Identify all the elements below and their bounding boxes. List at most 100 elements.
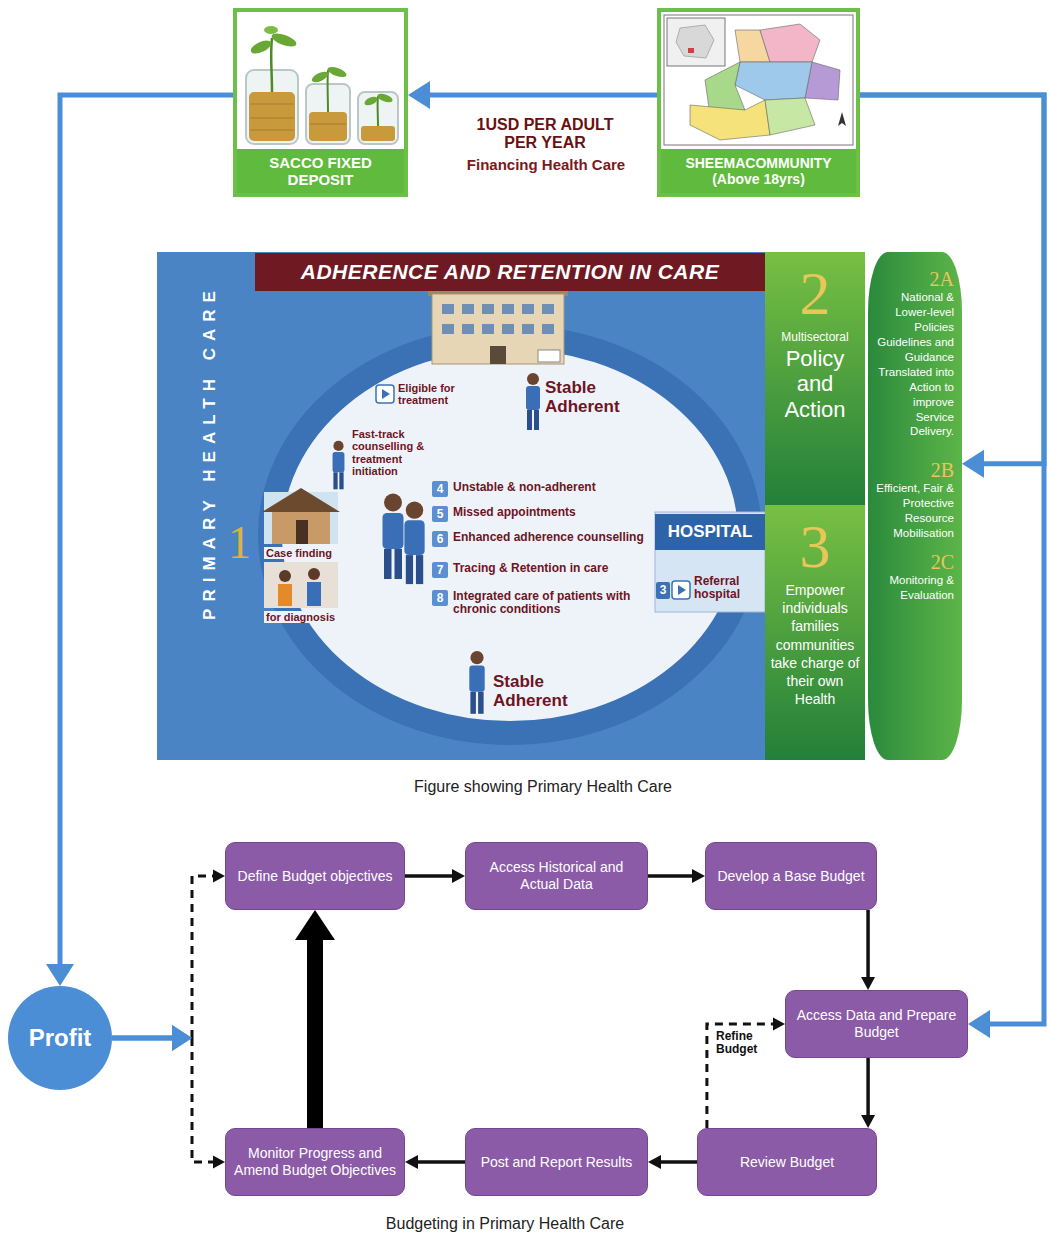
process-text: Define Budget objectives (238, 868, 393, 885)
process-text: Monitor Progress and Amend Budget Object… (234, 1145, 396, 1179)
clinic-building (428, 288, 568, 364)
step-label: Case finding (264, 547, 340, 559)
step-label: Eligible for treatment (398, 382, 470, 407)
coin-jars-photo-part (249, 92, 295, 141)
edge-label: Refine Budget (716, 1030, 772, 1056)
step-label: Integrated care of patients with chronic… (453, 590, 653, 617)
strategy-band: 2ANational & Lower-level Policies Guidel… (868, 252, 962, 760)
process-box: Review Budget (697, 1128, 877, 1196)
clinic-building-part (502, 304, 514, 314)
clinic-building-part (442, 304, 454, 314)
box-text: Policy and Action (769, 346, 861, 422)
connector-line (417, 1160, 465, 1164)
community-box: SHEEMACOMMUNITY (Above 18yrs) (657, 8, 860, 197)
box-text: Monitoring & Evaluation (874, 573, 954, 603)
process-box: Define Budget objectives (225, 842, 405, 910)
play-icon-part (376, 385, 394, 403)
arrow-head (648, 1155, 661, 1169)
clinic-building-part (482, 324, 494, 334)
coin-jars-photo (237, 12, 404, 149)
connector (707, 1018, 785, 1129)
play-icon (376, 385, 690, 599)
connector-line (707, 1024, 774, 1128)
callout-number: 2A (930, 268, 954, 290)
step-label: Referral hospital (694, 575, 762, 602)
connector-line (866, 1058, 870, 1116)
arrow-head (213, 870, 225, 883)
case-finding-photo-part (262, 488, 340, 512)
clinic-building-part (522, 324, 534, 334)
connector-line (307, 939, 323, 1128)
case-finding-photo-part (307, 582, 321, 606)
box-text: Multisectoral (781, 330, 848, 344)
connector (408, 81, 657, 109)
callout-number: 7 (432, 562, 448, 578)
arrow-head (295, 910, 335, 940)
district-map-part (760, 24, 820, 62)
play-icon-part (678, 585, 686, 595)
hospital-building-part (655, 512, 765, 612)
coin-jars-photo-part (326, 65, 348, 79)
hospital-building (655, 512, 765, 612)
connector-line (60, 95, 233, 965)
connector (112, 870, 225, 1052)
callout-number: 6 (432, 531, 448, 547)
coin-jars-photo-part (250, 118, 294, 119)
case-finding-photo-part (296, 520, 308, 544)
process-box: Access Historical and Actual Data (465, 842, 648, 910)
arrow-head (213, 1156, 225, 1169)
connector-line (660, 1160, 697, 1164)
connector-line (405, 874, 453, 878)
arrow-head (405, 1155, 418, 1169)
step-label: Tracing & Retention in care (453, 562, 653, 575)
case-finding-photo-part (308, 568, 320, 580)
callout-number: 1 (228, 520, 251, 566)
callout-number: 2C (931, 551, 954, 573)
connector (405, 869, 465, 883)
health-worker-figure-part (404, 501, 424, 584)
process-box: Monitor Progress and Amend Budget Object… (225, 1128, 405, 1196)
clinic-building-part (542, 324, 554, 334)
district-map-part (838, 112, 846, 126)
step-label: Missed appointments (453, 506, 653, 519)
connector (861, 1058, 875, 1128)
clinic-building-part (490, 346, 506, 364)
clinic-building-part (542, 304, 554, 314)
step-label: Fast-track counselling & treatment initi… (352, 428, 432, 477)
connector (860, 95, 1044, 1038)
connector-line (112, 1036, 173, 1041)
play-icon-part (672, 581, 690, 599)
process-text: Develop a Base Budget (717, 868, 864, 885)
connector-line (192, 876, 214, 1038)
diagram-caption: Budgeting in Primary Health Care (255, 1215, 755, 1233)
coin-jars-photo-part (363, 95, 379, 107)
arrow-head (46, 964, 74, 986)
connector (295, 910, 335, 1128)
health-worker-figure-part (333, 441, 345, 489)
panel-side-title: PRIMARY HEALTH CARE (200, 284, 220, 620)
case-finding-photo-part (272, 510, 330, 544)
coin-jars-photo-part (249, 38, 273, 56)
process-box: Access Data and Prepare Budget (785, 990, 968, 1058)
coin-jars-photo-part (264, 26, 278, 34)
clinic-building-part (462, 324, 474, 334)
play-icon-part (382, 389, 390, 399)
arrow-head (172, 1025, 192, 1051)
callout-number: 2B (931, 459, 954, 481)
callout-number: 5 (432, 506, 448, 522)
callout-number: 2 (800, 262, 831, 324)
callout-number: 4 (432, 481, 448, 497)
arrow-head (962, 450, 984, 478)
process-box: Post and Report Results (465, 1128, 648, 1196)
figure-caption: Figure showing Primary Health Care (343, 778, 743, 796)
note-text: Financing Health Care (446, 156, 646, 173)
box-label: SHEEMACOMMUNITY (Above 18yrs) (661, 149, 856, 193)
step-label: for diagnosis (264, 611, 340, 623)
district-map (661, 12, 856, 149)
step-label: Enhanced adherence counselling (453, 531, 653, 544)
connector-line (112, 1036, 173, 1041)
empower-box: 3Empower individuals families communitie… (765, 505, 865, 760)
arrow-head (861, 977, 875, 990)
coin-jars-photo-part (376, 92, 393, 104)
box-label: SACCO FIXED DEPOSIT (237, 149, 404, 193)
